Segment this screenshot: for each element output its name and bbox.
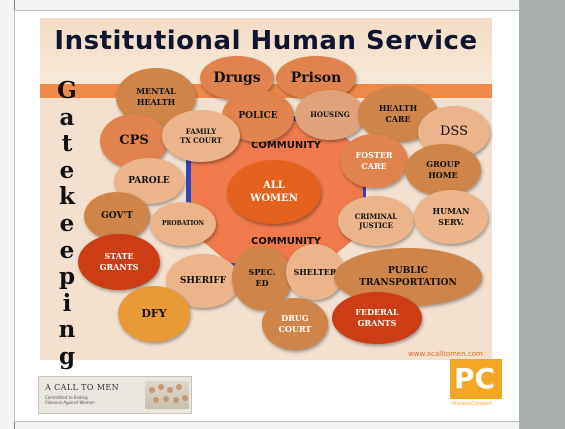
preventconnect-logo: PC PreventConnect bbox=[450, 359, 502, 409]
bubble-label: FOSTER bbox=[355, 150, 393, 161]
bubble-label: FEDERAL bbox=[355, 307, 399, 318]
govt-bubble: GOV'T bbox=[84, 192, 150, 240]
person-head bbox=[173, 397, 179, 403]
bubble-label: POLICE bbox=[238, 110, 278, 121]
person-head bbox=[149, 387, 155, 393]
gatekeeping-letter: e bbox=[59, 209, 75, 237]
bubble-label: CPS bbox=[119, 133, 149, 149]
bubble-label: SPEC. bbox=[248, 267, 276, 278]
bubble-label: HUMAN bbox=[432, 206, 470, 217]
bubble-label: HEALTH bbox=[136, 97, 176, 107]
gatekeeping-letter: e bbox=[59, 236, 75, 264]
probation-bubble: PROBATION bbox=[150, 202, 216, 246]
bubble-label: HOME bbox=[428, 170, 458, 180]
group-photo bbox=[145, 381, 189, 409]
bubble-label: SERV. bbox=[438, 217, 464, 227]
bubble-label: DRUG bbox=[281, 313, 309, 324]
diagram-title: Institutional Human Service bbox=[54, 26, 478, 56]
bubble-label: COURT bbox=[278, 324, 312, 334]
gatekeeping-letter: i bbox=[62, 289, 72, 317]
bubble-label: HEALTH bbox=[378, 103, 418, 114]
person-head bbox=[163, 396, 169, 402]
drugs-bubble: Drugs bbox=[200, 56, 274, 100]
gatekeeping-letter: k bbox=[59, 183, 75, 211]
bubble-label: SHERIFF bbox=[179, 275, 227, 286]
all-women-bubble: ALL WOMEN bbox=[227, 160, 321, 224]
bubble-label: TX COURT bbox=[180, 136, 222, 145]
bubble-label: DSS bbox=[439, 124, 468, 140]
bubble-label: FAMILY bbox=[185, 126, 217, 136]
person-head bbox=[182, 395, 188, 401]
bubble-label: GRANTS bbox=[99, 262, 139, 272]
bubble-label: JUSTICE bbox=[359, 221, 393, 230]
parole-bubble: PAROLE bbox=[114, 158, 184, 204]
gatekeeping-letter: t bbox=[61, 130, 73, 158]
center-line: ALL bbox=[263, 179, 285, 191]
gatekeeping-vertical-text: G a t e k e e p i n g bbox=[52, 77, 82, 371]
person-head bbox=[176, 384, 182, 390]
a-call-to-men-logo: A CALL TO MEN Committed to Ending Violen… bbox=[38, 376, 192, 414]
bubble-label: CARE bbox=[385, 114, 411, 124]
bubble-label: MENTAL bbox=[136, 86, 176, 97]
person-head bbox=[158, 384, 164, 390]
gatekeeping-letter: a bbox=[59, 103, 75, 131]
community-label-bottom: COMMUNITY bbox=[251, 236, 322, 247]
right-gray-panel bbox=[519, 0, 565, 429]
pc-logo-label: PreventConnect bbox=[452, 401, 492, 407]
bubble-label: GROUP bbox=[426, 159, 460, 170]
bubble-label: GRANTS bbox=[357, 318, 397, 328]
bubble-label: GOV'T bbox=[101, 210, 133, 221]
center-line: WOMEN bbox=[250, 193, 298, 204]
website-url[interactable]: www.acalltomen.com bbox=[408, 350, 483, 358]
person-head bbox=[167, 387, 173, 393]
dfy-bubble: DFY bbox=[118, 286, 190, 342]
person-head bbox=[153, 397, 159, 403]
pc-logo-box bbox=[450, 359, 502, 399]
bubble-label: Drugs bbox=[213, 69, 261, 86]
gatekeeping-letter: e bbox=[59, 156, 75, 184]
logo-brand-text: A CALL TO MEN bbox=[45, 383, 120, 392]
gatekeeping-letter: n bbox=[58, 316, 76, 344]
bubble-label: Prison bbox=[290, 69, 342, 86]
bubble-label: SHELTER bbox=[293, 266, 337, 277]
bubble-label: PAROLE bbox=[128, 175, 170, 186]
gatekeeping-letter: g bbox=[58, 342, 76, 370]
bubble-label: HOUSING bbox=[310, 110, 350, 120]
community-label-top: COMMUNITY bbox=[251, 140, 322, 151]
bubble-label: CRIMINAL bbox=[354, 211, 398, 221]
bubble-label: PUBLIC bbox=[388, 265, 428, 276]
gatekeeping-letter: p bbox=[58, 263, 76, 291]
bubble-label: TRANSPORTATION bbox=[359, 278, 457, 288]
logo-tagline: Committed to Ending Violence Against Wom… bbox=[45, 395, 95, 405]
housing-bubble: HOUSING bbox=[295, 90, 365, 140]
diagram-title-banner: Institutional Human Service bbox=[40, 18, 492, 88]
bubble-label: STATE bbox=[104, 251, 134, 262]
bubble-label: PROBATION bbox=[161, 219, 205, 227]
bubble-label: ED bbox=[255, 278, 269, 288]
bubble-label: DFY bbox=[141, 306, 167, 320]
gatekeeping-letter: G bbox=[57, 77, 77, 104]
pc-logo-letters: PC bbox=[454, 362, 496, 395]
bubble-label: CARE bbox=[361, 161, 387, 171]
